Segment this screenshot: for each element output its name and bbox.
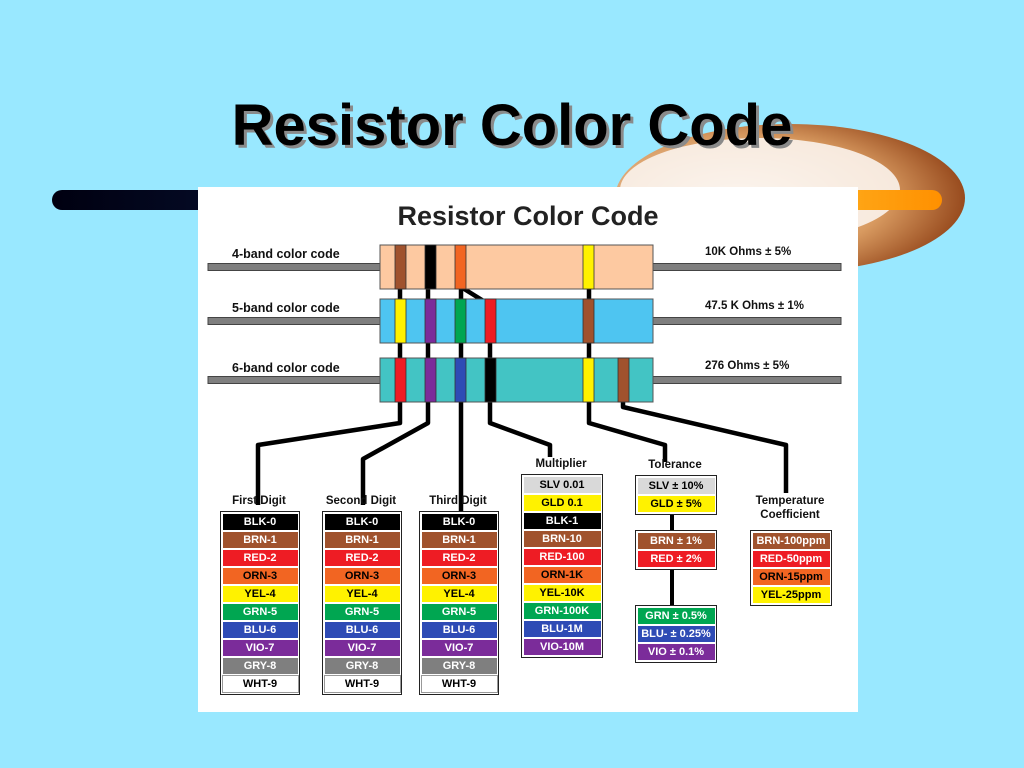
tolerance-group: BRN ± 1%RED ± 2% — [635, 530, 717, 570]
code-cell: ORN-3 — [222, 567, 298, 584]
code-cell: GRY-8 — [421, 657, 497, 674]
color-band — [394, 244, 407, 290]
code-cell: ORN-3 — [421, 567, 497, 584]
code-cell: BRN-10 — [523, 530, 601, 547]
code-cell: GRN-5 — [222, 603, 298, 620]
code-cell: BLU- ± 0.25% — [637, 625, 715, 642]
code-cell: RED ± 2% — [637, 550, 715, 567]
color-band — [484, 357, 497, 403]
table-title-temperature: Temperature Coefficient — [755, 495, 825, 521]
code-cell: GRN-100K — [523, 602, 601, 619]
code-cell: VIO-7 — [324, 639, 400, 656]
color-band — [617, 357, 630, 403]
color-band — [454, 357, 467, 403]
table-title-third-digit: Third Digit — [429, 495, 487, 507]
slide-title: Resistor Color Code — [231, 93, 793, 158]
resistor-body — [379, 357, 654, 403]
color-band — [454, 244, 467, 290]
code-cell: BLU-6 — [324, 621, 400, 638]
code-cell: BLU-6 — [421, 621, 497, 638]
code-cell: GLD ± 5% — [637, 495, 715, 512]
code-cell: BRN-1 — [421, 531, 497, 548]
code-cell: BLU-1M — [523, 620, 601, 637]
color-band — [454, 298, 467, 344]
color-band — [582, 298, 595, 344]
code-cell: SLV ± 10% — [637, 477, 715, 494]
color-band — [582, 357, 595, 403]
code-cell: VIO-10M — [523, 638, 601, 655]
table-title-multiplier: Multiplier — [535, 458, 587, 470]
code-cell: GRY-8 — [222, 657, 298, 674]
color-band — [484, 298, 497, 344]
code-cell: BRN-100ppm — [752, 532, 830, 549]
color-band — [394, 357, 407, 403]
color-band — [424, 357, 437, 403]
table-title-second-digit: Second Digit — [325, 495, 397, 507]
resistor-body — [379, 244, 654, 290]
code-cell: WHT-9 — [221, 674, 299, 693]
row-value-6band: 276 Ohms ± 5% — [703, 360, 792, 372]
code-cell: YEL-25ppm — [752, 586, 830, 603]
color-band — [424, 298, 437, 344]
code-cell: GRN-5 — [421, 603, 497, 620]
tolerance-group: GRN ± 0.5%BLU- ± 0.25%VIO ± 0.1% — [635, 605, 717, 663]
code-cell: RED-50ppm — [752, 550, 830, 567]
code-cell: RED-2 — [222, 549, 298, 566]
color-band — [582, 244, 595, 290]
code-cell: YEL-4 — [421, 585, 497, 602]
code-cell: GLD 0.1 — [523, 494, 601, 511]
code-cell: GRY-8 — [324, 657, 400, 674]
row-label-6band: 6-band color code — [230, 361, 342, 375]
code-cell: YEL-10K — [523, 584, 601, 601]
table-title-tolerance: Tolerance — [648, 459, 702, 471]
tolerance-group: SLV ± 10%GLD ± 5% — [635, 475, 717, 515]
resistor-body — [379, 298, 654, 344]
code-cell: BLU-6 — [222, 621, 298, 638]
code-cell: VIO-7 — [421, 639, 497, 656]
diagram-heading: Resistor Color Code — [397, 201, 659, 231]
code-cell: RED-2 — [324, 549, 400, 566]
code-cell: ORN-3 — [324, 567, 400, 584]
code-cell: YEL-4 — [324, 585, 400, 602]
code-cell: VIO-7 — [222, 639, 298, 656]
code-cell: WHT-9 — [420, 674, 498, 693]
code-cell: BRN-1 — [324, 531, 400, 548]
code-cell: SLV 0.01 — [523, 476, 601, 493]
code-cell: RED-2 — [421, 549, 497, 566]
code-cell: BRN ± 1% — [637, 532, 715, 549]
code-cell: WHT-9 — [323, 674, 401, 693]
row-label-5band: 5-band color code — [230, 301, 342, 315]
code-cell: BLK-0 — [421, 513, 497, 530]
code-cell: YEL-4 — [222, 585, 298, 602]
code-cell: BLK-0 — [222, 513, 298, 530]
code-cell: BLK-0 — [324, 513, 400, 530]
code-cell: GRN ± 0.5% — [637, 607, 715, 624]
color-band — [424, 244, 437, 290]
code-cell: BRN-1 — [222, 531, 298, 548]
code-cell: VIO ± 0.1% — [637, 643, 715, 660]
row-value-4band: 10K Ohms ± 5% — [703, 246, 794, 258]
code-cell: BLK-1 — [523, 512, 601, 529]
resistor-diagram: Resistor Color Code 4-band color code 5-… — [198, 187, 858, 712]
code-cell: ORN-1K — [523, 566, 601, 583]
code-cell: RED-100 — [523, 548, 601, 565]
diagram-graphics — [207, 244, 842, 605]
table-title-first-digit: First Digit — [232, 495, 286, 507]
code-cell: GRN-5 — [324, 603, 400, 620]
code-cell: ORN-15ppm — [752, 568, 830, 585]
row-label-4band: 4-band color code — [230, 247, 342, 261]
color-band — [394, 298, 407, 344]
row-value-5band: 47.5 K Ohms ± 1% — [703, 300, 806, 312]
